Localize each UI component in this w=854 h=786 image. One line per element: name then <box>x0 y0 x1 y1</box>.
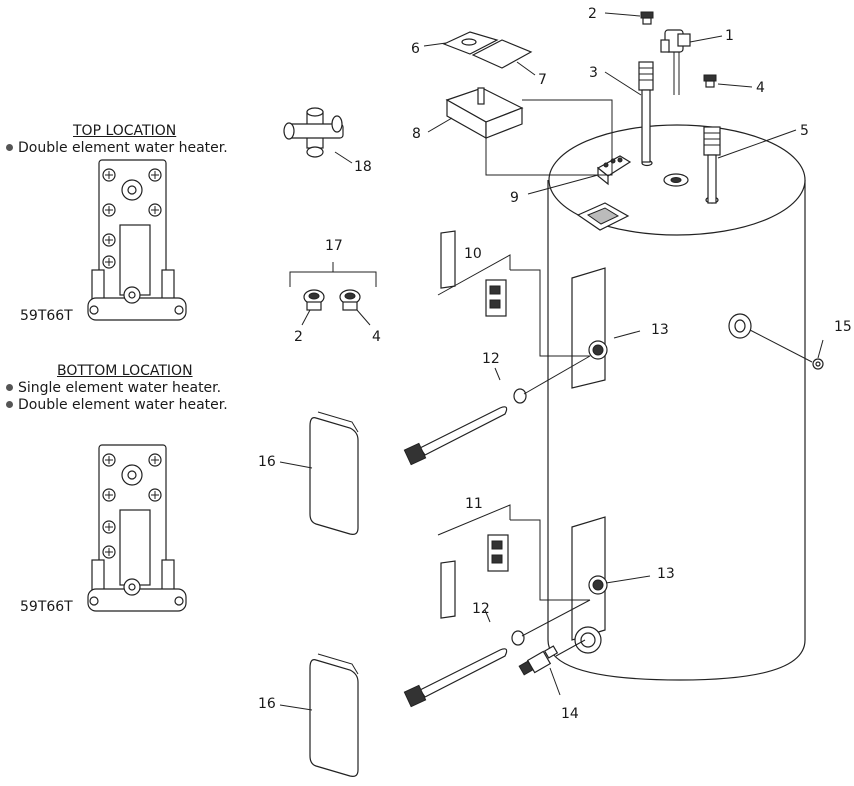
part-17-plug-set <box>289 262 377 311</box>
part-4-plug <box>703 74 717 88</box>
callout-4-top: 4 <box>756 80 765 96</box>
bottom-thermostat-model: 59T66T <box>20 599 73 615</box>
top-thermostat <box>87 159 187 321</box>
callout-9: 9 <box>510 190 519 206</box>
callout-1: 1 <box>725 28 734 44</box>
part-2-plug-top <box>640 11 654 25</box>
callout-12-upper: 12 <box>482 351 500 367</box>
callout-7: 7 <box>538 72 547 88</box>
callout-15: 15 <box>834 319 852 335</box>
part-6-gasket <box>442 31 499 55</box>
callout-3: 3 <box>589 65 598 81</box>
leader-lines <box>279 12 824 711</box>
part-10-upper-thermostat <box>440 230 507 317</box>
top-thermostat-model: 59T66T <box>20 308 73 324</box>
callout-13-upper: 13 <box>651 322 669 338</box>
part-9-terminal-block <box>596 155 632 186</box>
part-8-junction-box <box>445 87 524 140</box>
callout-13-lower: 13 <box>657 566 675 582</box>
bottom-location-bullet-double: Double element water heater. <box>6 397 228 413</box>
part-1-relief-valve <box>660 29 691 95</box>
callout-14: 14 <box>561 706 579 722</box>
bottom-location-heading: BOTTOM LOCATION <box>57 363 193 379</box>
part-18-mixing-valve <box>283 107 344 158</box>
callout-2-top: 2 <box>588 6 597 22</box>
bottom-location-bullet-single: Single element water heater. <box>6 380 221 396</box>
water-heater-tank <box>547 124 806 681</box>
callout-5: 5 <box>800 123 809 139</box>
callout-17: 17 <box>325 238 343 254</box>
callout-18: 18 <box>354 159 372 175</box>
callout-4-set: 4 <box>372 329 381 345</box>
part-11-lower-thermostat <box>440 534 509 619</box>
part-14-drain-valve <box>518 645 559 676</box>
part-16-lower-cover <box>309 653 359 777</box>
part-12-upper-element <box>403 388 527 466</box>
callout-16-lower: 16 <box>258 696 276 712</box>
part-7-cover <box>471 39 533 69</box>
callout-11: 11 <box>465 496 483 512</box>
top-thermostat-screws <box>102 168 162 269</box>
part-12-lower-element <box>403 630 525 708</box>
callout-16-upper: 16 <box>258 454 276 470</box>
callout-6: 6 <box>411 41 420 57</box>
top-location-heading: TOP LOCATION <box>73 123 177 139</box>
callout-12-lower: 12 <box>472 601 490 617</box>
top-location-bullet: Double element water heater. <box>6 140 228 156</box>
callout-numbers: 1 2 3 4 5 6 7 8 9 10 11 12 12 13 13 14 1… <box>258 6 852 722</box>
bottom-thermostat-screws <box>102 453 162 559</box>
part-5-nipple <box>703 126 721 204</box>
callout-10: 10 <box>464 246 482 262</box>
part-3-nipple <box>638 61 654 163</box>
part-15-plug <box>812 358 824 370</box>
callout-8: 8 <box>412 126 421 142</box>
callout-2-set: 2 <box>294 329 303 345</box>
part-16-upper-cover <box>309 411 359 535</box>
bottom-thermostat <box>87 444 187 612</box>
